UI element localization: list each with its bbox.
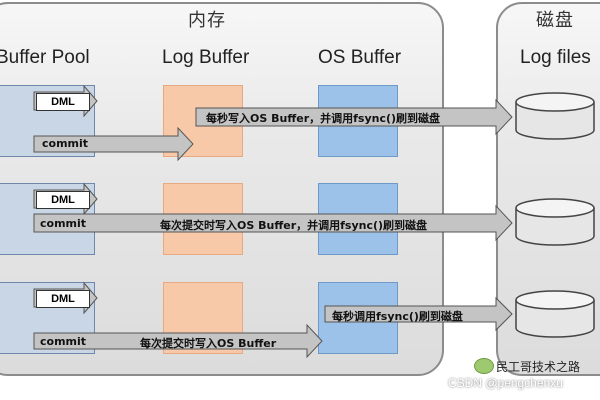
log-file-cylinder-1 <box>515 92 595 140</box>
commit-label-1: commit <box>42 137 89 150</box>
row3-commit-description: 每次提交时写入OS Buffer <box>140 337 277 350</box>
log-buffer-header: Log Buffer <box>162 47 250 68</box>
buffer-pool-header: Buffer Pool <box>0 47 90 68</box>
commit-label-2: commit <box>40 217 87 230</box>
wechat-icon <box>474 358 494 374</box>
commit-arrow-3 <box>33 323 323 359</box>
memory-title: 内存 <box>188 10 226 31</box>
commit-label-3: commit <box>40 335 87 348</box>
dml-tag-1: DML <box>36 93 90 111</box>
log-files-header: Log files <box>520 47 591 68</box>
log-file-cylinder-2 <box>515 198 595 246</box>
row2-description: 每次提交时写入OS Buffer，并调用fsync()刷到磁盘 <box>160 219 428 232</box>
disk-title: 磁盘 <box>536 10 574 31</box>
os-buffer-header: OS Buffer <box>318 47 402 68</box>
commit-flush-arrow-2 <box>33 204 513 242</box>
log-file-cylinder-3 <box>515 290 595 338</box>
flush-arrow-1 <box>195 98 513 136</box>
flush-arrow-3 <box>324 296 513 332</box>
dml-tag-2: DML <box>36 191 90 209</box>
watermark-bottom: CSDN @pengchenxu <box>448 376 563 390</box>
row1-description: 每秒写入OS Buffer，并调用fsync()刷到磁盘 <box>206 112 441 125</box>
watermark-top: 民工哥技术之路 <box>496 360 581 374</box>
commit-arrow-1 <box>33 126 194 162</box>
row3-os-description: 每秒调用fsync()刷到磁盘 <box>332 310 463 323</box>
dml-tag-3: DML <box>36 290 90 308</box>
